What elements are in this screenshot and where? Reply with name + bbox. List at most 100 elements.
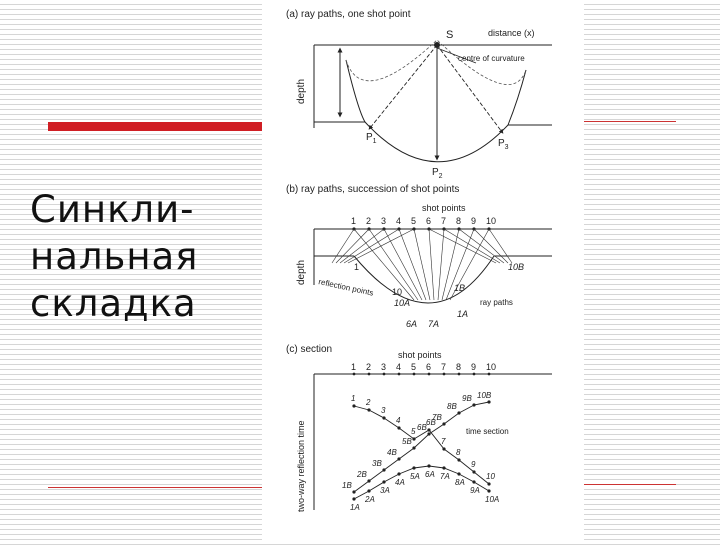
panel-b-shot-points-label: shot points — [422, 203, 466, 213]
falling-curve-label: 4 — [396, 416, 401, 425]
shot-number-c: 6 — [426, 362, 431, 372]
falling-curve-point — [427, 428, 431, 432]
falling-curve-label: 9 — [471, 460, 476, 469]
ray-path-b — [383, 228, 423, 301]
bottom-curve-point — [457, 472, 461, 476]
bottom-curve-point — [412, 466, 416, 470]
rising-curve-label: 5B — [402, 437, 412, 446]
ray-path-b — [428, 228, 497, 264]
falling-curve-label: 6B — [426, 418, 436, 427]
seismic-figure: (a) ray paths, one shot point distance (… — [262, 0, 584, 540]
rising-curve-label: 4B — [387, 448, 397, 457]
ray-path-b — [488, 228, 513, 264]
falling-curve-point — [472, 470, 476, 474]
shot-number-b: 4 — [396, 216, 401, 226]
ray-path-b — [347, 228, 415, 264]
rising-curve-point — [457, 411, 461, 415]
bottom-curve-label: 6A — [425, 470, 435, 479]
panel-b-ray-paths — [331, 228, 513, 301]
label-1a-b: 1A — [457, 309, 468, 319]
bottom-curve-label: 2A — [364, 495, 375, 504]
shot-marker-c — [457, 372, 461, 376]
shot-marker-c — [412, 372, 416, 376]
panel-c: (c) section shot points two-way reflecti… — [286, 344, 552, 512]
bottom-curve-label: 10A — [485, 495, 499, 504]
rising-curve-label: 1B — [342, 481, 352, 490]
rising-curve-line — [353, 401, 490, 493]
slide-title: Синкли- нальная складка — [30, 188, 199, 325]
falling-curve-point — [457, 458, 461, 462]
rising-curve-point — [352, 490, 356, 494]
bottom-curve-point — [472, 480, 476, 484]
panel-b-caption: (b) ray paths, succession of shot points — [286, 184, 459, 195]
bottom-curve-line — [353, 465, 490, 500]
shot-number-b: 9 — [471, 216, 476, 226]
falling-curve-point — [412, 437, 416, 441]
falling-curve-point — [487, 482, 491, 486]
red-accent-bar — [48, 122, 262, 131]
ray-path-b — [449, 228, 490, 301]
label-1b-b: 1B — [454, 283, 465, 293]
divider-line-bottom-right — [584, 484, 676, 485]
shot-number-c: 3 — [381, 362, 386, 372]
seismic-figure-svg: (a) ray paths, one shot point distance (… — [286, 9, 552, 512]
shot-marker-c — [472, 372, 476, 376]
ray-path-b — [443, 228, 501, 264]
ray-path-b — [339, 228, 385, 264]
shot-number-b: 2 — [366, 216, 371, 226]
shot-marker-c — [442, 372, 446, 376]
rising-curve-label: 2B — [356, 470, 367, 479]
falling-curve-point — [397, 426, 401, 430]
shot-number-c: 5 — [411, 362, 416, 372]
bottom-curve-label: 4A — [395, 478, 405, 487]
shot-marker-c — [352, 372, 356, 376]
ray-path-b — [437, 228, 445, 301]
falling-curve-label: 2 — [365, 398, 371, 407]
ray-path-b — [445, 228, 475, 301]
bottom-curve-point — [352, 497, 356, 501]
shot-number-c: 2 — [366, 362, 371, 372]
panel-a: (a) ray paths, one shot point distance (… — [286, 9, 552, 180]
shot-marker-c — [427, 372, 431, 376]
p1-label: P1 — [366, 132, 377, 145]
divider-line-top-right — [584, 121, 676, 122]
depth-label-a: depth — [296, 79, 307, 104]
bottom-curve-point — [382, 480, 386, 484]
shot-marker-c — [367, 372, 371, 376]
shot-marker-b — [427, 227, 431, 231]
falling-curve-point — [442, 447, 446, 451]
falling-curve-label: 5 — [411, 427, 416, 436]
bottom-curve-point — [442, 466, 446, 470]
depth-label-b: depth — [296, 260, 307, 285]
falling-curve-point — [382, 416, 386, 420]
ray-path-b — [428, 228, 435, 301]
shot-number-c: 9 — [471, 362, 476, 372]
ray-s-p1 — [368, 44, 438, 130]
falling-curve-line — [353, 405, 490, 485]
rising-curve-label: 3B — [372, 459, 382, 468]
shot-marker-c — [382, 372, 386, 376]
rising-curve-point — [472, 403, 476, 407]
ray-path-b — [335, 228, 370, 264]
shot-point-s — [434, 42, 440, 48]
ray-path-b — [343, 228, 400, 264]
rising-curve-label: 10B — [477, 391, 492, 400]
p3-label: P3 — [498, 138, 509, 151]
bottom-curve-label: 8A — [455, 478, 465, 487]
shot-number-b: 6 — [426, 216, 431, 226]
label-6a-b: 6A — [406, 319, 417, 329]
ray-path-b — [398, 228, 427, 301]
panel-a-caption: (a) ray paths, one shot point — [286, 9, 411, 20]
syncline-reflector-b — [353, 255, 495, 304]
ray-path-b — [413, 228, 431, 301]
rising-curve-point — [487, 400, 491, 404]
reflection-points-label: reflection points — [318, 277, 375, 297]
panel-c-caption: (c) section — [286, 344, 332, 355]
curvature-label: centre of curvature — [458, 54, 525, 63]
shot-marker-c — [397, 372, 401, 376]
shot-number-b: 1 — [351, 216, 356, 226]
ray-path-b — [353, 228, 415, 301]
bottom-curve-point — [367, 489, 371, 493]
